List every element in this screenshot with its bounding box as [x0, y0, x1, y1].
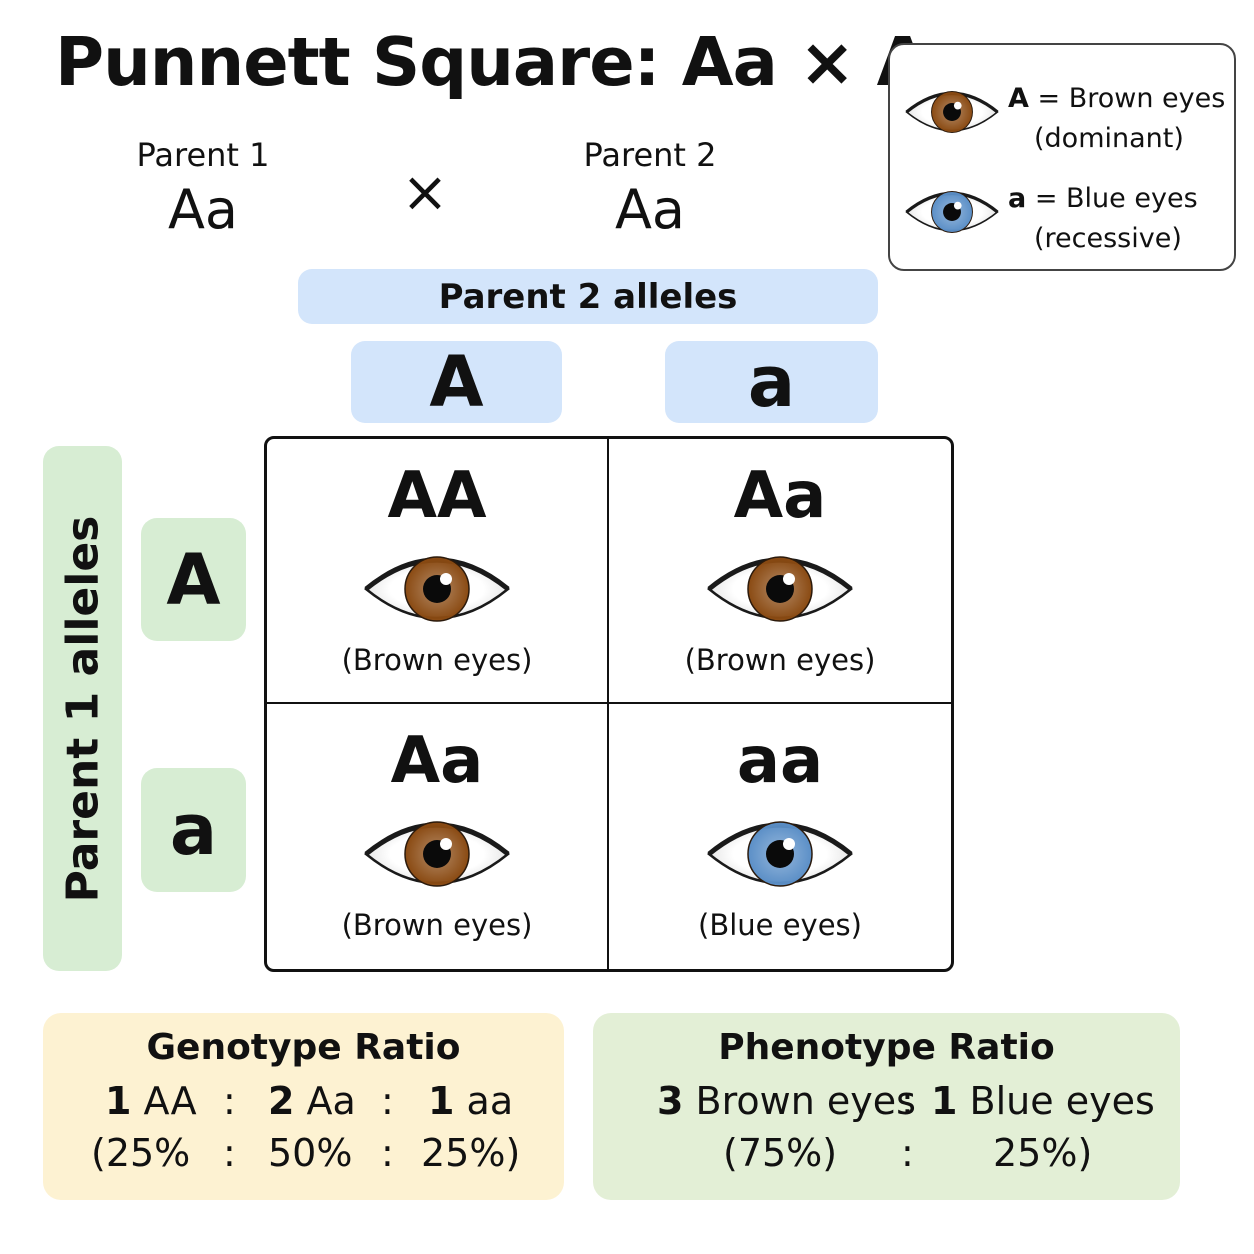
parent2-allele-a: a	[665, 341, 878, 423]
ratio-separator: :	[223, 1079, 236, 1123]
punnett-cell-aa: aa (Blue eyes)	[609, 704, 951, 969]
phenotype-ratio-counts: 3 Brown eyes : 1 Blue eyes	[593, 1079, 1180, 1129]
punnett-cell-Aa-top: Aa (Brown eyes)	[609, 439, 951, 704]
genotype-AA: AA	[143, 1079, 197, 1123]
allele-label: A	[166, 538, 221, 621]
genotype-ratio-counts: 1 AA : 2 Aa : 1 aa	[43, 1079, 564, 1129]
ratio-separator: :	[901, 1079, 914, 1123]
genotype-count-Aa: 2	[268, 1079, 295, 1123]
genotype-Aa: Aa	[306, 1079, 356, 1123]
genotype-aa: aa	[466, 1079, 514, 1123]
punnett-grid: AA (Brown eyes) Aa (Brown eyes) Aa (Brow…	[264, 436, 954, 972]
genotype-ratio-percents: (25% : 50% : 25%)	[43, 1131, 564, 1181]
legend-dominant-note: (dominant)	[1034, 123, 1184, 154]
genotype-count-aa: 1	[428, 1079, 455, 1123]
parent1-alleles-header: Parent 1 alleles	[43, 446, 122, 971]
parent1-genotype: Aa	[167, 178, 239, 241]
parent1-allele-A: A	[141, 518, 246, 641]
phenotype-ratio-percents: (75%) : 25%)	[593, 1131, 1180, 1181]
blue-eye-icon	[707, 821, 853, 887]
cell-phenotype: (Brown eyes)	[341, 908, 533, 942]
legend-dominant-allele: A	[1008, 83, 1029, 114]
parent2-label: Parent 2	[583, 136, 717, 174]
cell-genotype: Aa	[390, 724, 484, 798]
ratio-separator: :	[381, 1079, 394, 1123]
genotype-percent-aa: 25%)	[421, 1131, 521, 1175]
parent1-alleles-label: Parent 1 alleles	[57, 515, 108, 902]
legend: A = Brown eyes (dominant) a = Blue eyes …	[888, 43, 1236, 271]
allele-label: a	[169, 789, 218, 871]
legend-dominant-text: = Brown eyes	[1037, 83, 1226, 114]
cell-phenotype: (Blue eyes)	[698, 908, 862, 942]
punnett-cell-Aa-bottom: Aa (Brown eyes)	[267, 704, 609, 969]
punnett-cell-AA: AA (Brown eyes)	[267, 439, 609, 704]
brown-eye-icon	[364, 556, 510, 622]
genotype-percent-Aa: 50%	[268, 1131, 353, 1175]
genotype-ratio-box: Genotype Ratio 1 AA : 2 Aa : 1 aa (25% :…	[43, 1013, 564, 1200]
cell-phenotype: (Brown eyes)	[684, 643, 876, 677]
parent2-genotype: Aa	[614, 178, 686, 241]
phenotype-blue: Blue eyes	[969, 1079, 1155, 1123]
cell-genotype: AA	[387, 459, 487, 533]
brown-eye-icon	[364, 821, 510, 887]
parent2-alleles-header: Parent 2 alleles	[298, 269, 878, 324]
phenotype-ratio-box: Phenotype Ratio 3 Brown eyes : 1 Blue ey…	[593, 1013, 1180, 1200]
legend-recessive: a = Blue eyes (recessive)	[890, 165, 1234, 265]
ratio-separator: :	[381, 1131, 394, 1175]
allele-label: A	[429, 341, 484, 423]
brown-eye-icon	[707, 556, 853, 622]
phenotype-percent-blue: 25%)	[993, 1131, 1093, 1175]
phenotype-ratio-title: Phenotype Ratio	[718, 1027, 1055, 1068]
cross-symbol: ×	[401, 160, 449, 225]
blue-eye-icon	[905, 191, 999, 233]
cell-genotype: Aa	[733, 459, 827, 533]
brown-eye-icon	[905, 91, 999, 133]
page-title: Punnett Square: Aa × Aa	[55, 23, 973, 101]
ratio-separator: :	[901, 1131, 914, 1175]
genotype-count-AA: 1	[105, 1079, 132, 1123]
cell-phenotype: (Brown eyes)	[341, 643, 533, 677]
cell-genotype: aa	[736, 724, 824, 798]
ratio-separator: :	[223, 1131, 236, 1175]
parent2-alleles-label: Parent 2 alleles	[438, 276, 738, 317]
phenotype-count-brown: 3	[657, 1079, 684, 1123]
allele-label: a	[747, 341, 796, 423]
genotype-percent-AA: (25%	[91, 1131, 191, 1175]
parent1-label: Parent 1	[136, 136, 270, 174]
phenotype-percent-brown: (75%)	[723, 1131, 838, 1175]
legend-recessive-text: = Blue eyes	[1034, 183, 1198, 214]
phenotype-count-blue: 1	[931, 1079, 958, 1123]
genotype-ratio-title: Genotype Ratio	[146, 1027, 461, 1068]
legend-recessive-allele: a	[1008, 183, 1027, 214]
parent1-allele-a: a	[141, 768, 246, 892]
parent2-allele-A: A	[351, 341, 562, 423]
phenotype-brown: Brown eyes	[695, 1079, 916, 1123]
legend-dominant: A = Brown eyes (dominant)	[890, 65, 1234, 165]
legend-recessive-note: (recessive)	[1034, 223, 1182, 254]
